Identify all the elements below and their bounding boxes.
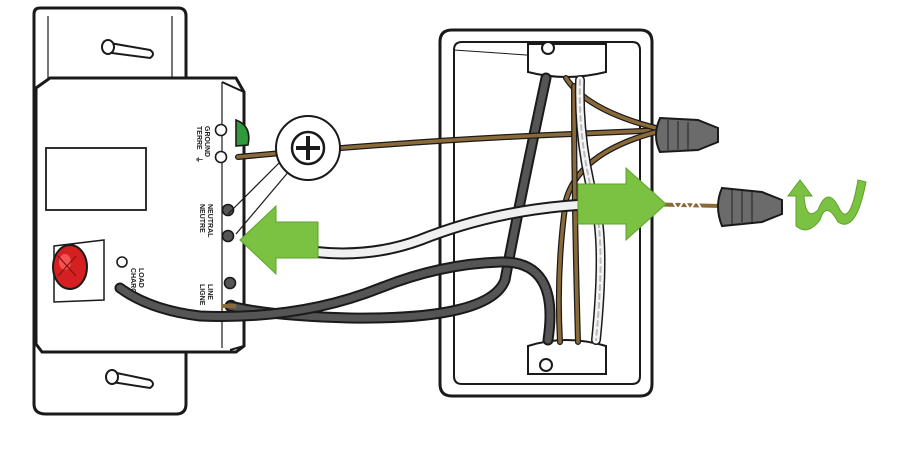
- box-top-tab: [527, 43, 607, 78]
- label-terre: TERRE: [195, 126, 202, 150]
- ground-wire-nut: [655, 116, 719, 154]
- led-indicator: [52, 244, 88, 290]
- arrow-neutral-to-switch: [239, 204, 319, 276]
- arrow-neutral-out: [577, 166, 667, 242]
- switch-paddle-face: [45, 147, 147, 211]
- label-ground: GROUND: [203, 126, 210, 157]
- switch-assembly: GROUND TERRE ⏚ NEUTRAL NEUTRE LOAD CHARG…: [32, 6, 250, 416]
- label-ligne: LIGNE: [198, 284, 205, 306]
- label-line: LINE: [206, 284, 213, 300]
- ground-screw-callout: [227, 115, 341, 235]
- label-neutre: NEUTRE: [198, 204, 205, 233]
- neutral-wires: [284, 75, 646, 345]
- phillips-screw-icon: [290, 130, 326, 166]
- top-mounting-screw: [101, 39, 154, 60]
- bottom-mounting-screw: [105, 369, 154, 390]
- neutral-wire-nut: [717, 186, 783, 228]
- hot-wires: [114, 72, 556, 346]
- label-charge: CHARGE: [129, 268, 136, 299]
- box-bottom-tab: [527, 339, 607, 375]
- wave-gesture-icon: [787, 179, 867, 231]
- green-ground-screw: [235, 118, 250, 147]
- label-load: LOAD: [137, 268, 144, 288]
- ground-symbol-icon: ⏚: [195, 156, 203, 163]
- label-neutral: NEUTRAL: [206, 204, 213, 238]
